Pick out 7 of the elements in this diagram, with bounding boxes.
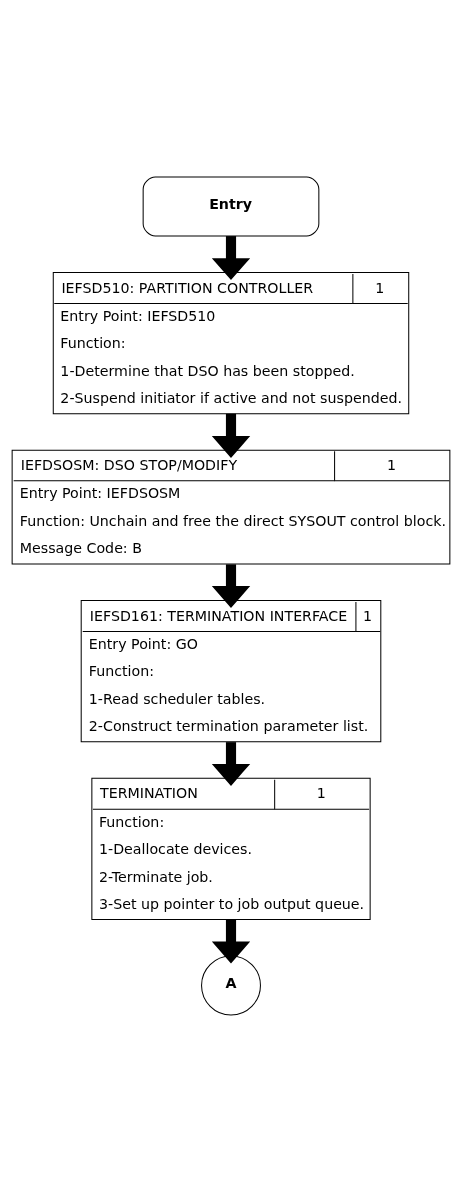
arrow	[211, 563, 251, 608]
node-circle: A	[201, 955, 261, 1015]
arrow	[211, 413, 251, 458]
arrow	[211, 235, 251, 280]
arrow	[211, 919, 251, 964]
arrow	[211, 741, 251, 786]
node-box: Entry	[142, 176, 320, 236]
